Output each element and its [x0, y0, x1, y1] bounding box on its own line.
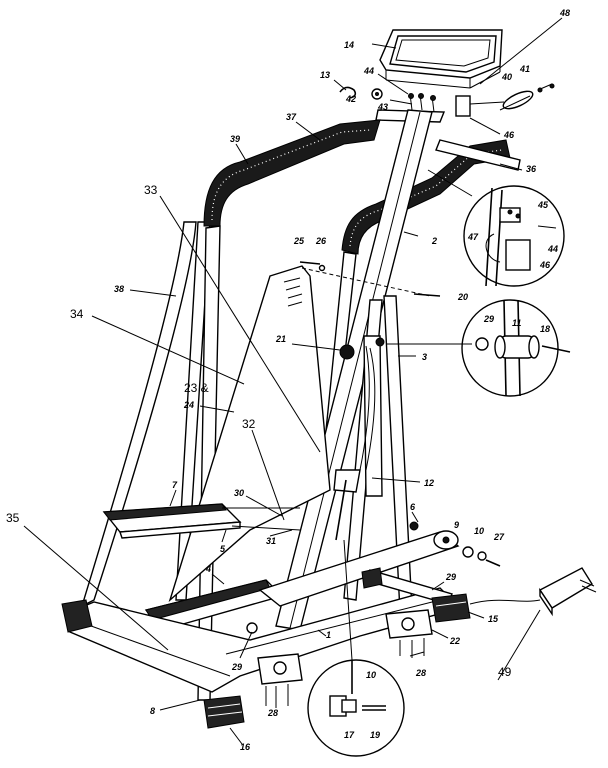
- callout-6: 6: [410, 502, 416, 512]
- cylinder-part: [333, 335, 385, 541]
- callout-29b: 29: [445, 572, 456, 582]
- callout-37: 37: [286, 112, 297, 122]
- callout-45: 45: [537, 200, 549, 210]
- axle-line: [299, 261, 441, 297]
- callout-38: 38: [114, 284, 124, 294]
- base-frame-part: [69, 569, 462, 693]
- callout-28a: 28: [415, 668, 426, 678]
- callout-9: 9: [454, 520, 459, 530]
- pivot-21: [339, 344, 355, 360]
- callout-7: 7: [172, 480, 178, 490]
- callout-43: 43: [377, 102, 388, 112]
- callout-19: 19: [370, 730, 380, 740]
- callout-49: 49: [498, 665, 512, 679]
- callout-21: 21: [275, 334, 286, 344]
- left-pedal-part: [102, 503, 301, 539]
- callout-10b: 10: [366, 670, 376, 680]
- leader-lines: [23, 17, 563, 745]
- callout-32: 32: [242, 417, 256, 431]
- foot-caps: [61, 567, 471, 729]
- callout-2: 2: [431, 236, 437, 246]
- callout-3: 3: [422, 352, 427, 362]
- detail-sensor-circle: [463, 185, 565, 287]
- callout-48: 48: [559, 8, 570, 18]
- callout-46: 46: [503, 130, 515, 140]
- callout-15: 15: [488, 614, 499, 624]
- callout-12: 12: [424, 478, 434, 488]
- handlebar-part: [175, 119, 521, 601]
- callout-18: 18: [540, 324, 550, 334]
- callout-11: 11: [512, 318, 521, 328]
- callout-34: 34: [70, 307, 84, 321]
- clamp-part: [469, 83, 555, 111]
- callout-39: 39: [230, 134, 240, 144]
- mount-plates: [246, 609, 433, 708]
- detail-bottom-circle: [307, 539, 405, 757]
- callout-20: 20: [457, 292, 468, 302]
- power-adapter-part: [469, 567, 597, 617]
- callout-26: 26: [315, 236, 327, 246]
- callout-1: 1: [326, 630, 331, 640]
- callout-24: 24: [183, 400, 194, 410]
- callout-29a: 29: [483, 314, 494, 324]
- callout-41: 41: [519, 64, 530, 74]
- callout-44: 44: [363, 66, 374, 76]
- callout-8: 8: [150, 706, 155, 716]
- callout-30: 30: [234, 488, 244, 498]
- callout-36: 36: [526, 164, 537, 174]
- callout-35: 35: [6, 511, 20, 525]
- console-part: [379, 29, 503, 89]
- callout-5: 5: [220, 544, 226, 554]
- bolt-set-right: [462, 546, 501, 567]
- callout-17: 17: [344, 730, 355, 740]
- callout-40: 40: [501, 72, 512, 82]
- callout-22: 22: [449, 636, 460, 646]
- callout-23-and: 23 &: [184, 381, 209, 395]
- detail-roller-circle: [461, 299, 571, 397]
- callout-28b: 28: [267, 708, 278, 718]
- callout-13: 13: [320, 70, 330, 80]
- callout-16: 16: [240, 742, 251, 752]
- callout-31: 31: [266, 536, 276, 546]
- callout-labels: 48 14 13 44 42 43 41 40 46 37 39 36 33 4…: [6, 8, 570, 752]
- callout-33: 33: [144, 183, 158, 197]
- callout-10a: 10: [474, 526, 484, 536]
- right-pedal-part: [144, 521, 460, 631]
- callout-46b: 46: [539, 260, 551, 270]
- callout-29c: 29: [231, 662, 242, 672]
- callout-44b: 44: [547, 244, 558, 254]
- callout-42: 42: [345, 94, 356, 104]
- callout-47: 47: [467, 232, 479, 242]
- callout-25: 25: [293, 236, 305, 246]
- callout-27: 27: [493, 532, 505, 542]
- callout-4: 4: [205, 564, 211, 574]
- callout-14: 14: [344, 40, 354, 50]
